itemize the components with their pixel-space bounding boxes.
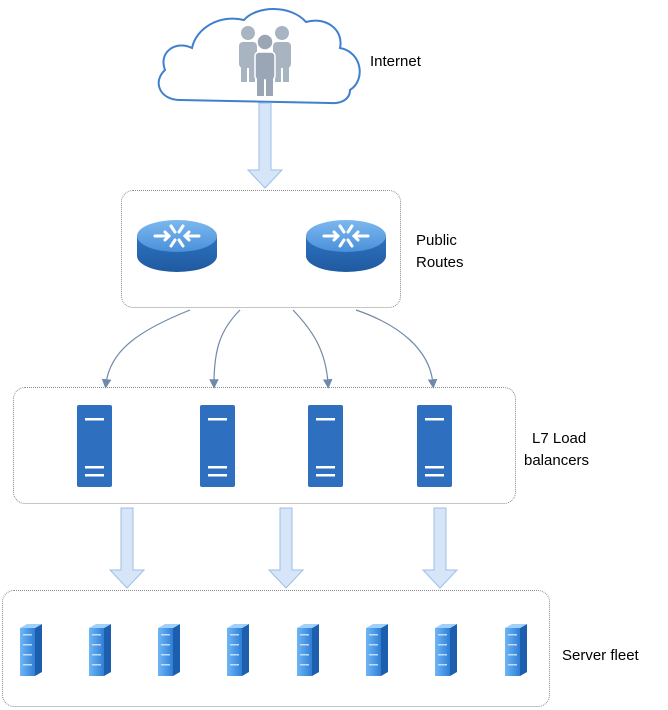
server-icon [158,624,180,676]
load-balancer-server-icon [77,405,112,487]
router-icon [137,220,217,272]
arrow-internet-to-routes [246,102,284,189]
curve-arrow-2 [209,309,241,389]
arrow-lb-to-fleet-2 [267,507,305,589]
l7-label-line2: balancers [524,452,590,469]
server-icon [435,624,457,676]
server-fleet-label: Server fleet [562,647,639,664]
arrow-lb-to-fleet-3 [421,507,459,589]
server-icon [297,624,319,676]
load-balancer-server-icon [200,405,235,487]
curve-arrow-4 [355,309,438,389]
load-balancer-server-icon [308,405,343,487]
users-group-icon [239,26,291,96]
l7-label-line1: L7 Load [532,430,587,447]
server-icon [505,624,527,676]
internet-label: Internet [370,53,421,70]
server-icon [89,624,111,676]
arrow-lb-to-fleet-1 [108,507,146,589]
server-icon [227,624,249,676]
load-balancers-group [13,387,516,504]
server-fleet-group [2,590,550,707]
server-icon [20,624,42,676]
public-routes-label-line2: Routes [416,254,464,271]
curve-arrow-1 [101,309,191,389]
router-icon [306,220,386,272]
curve-arrow-3 [292,309,333,389]
curved-arrows [101,309,438,389]
public-routes-label-line1: Public [416,232,457,249]
load-balancer-server-icon [417,405,452,487]
server-icon [366,624,388,676]
public-routes-group [121,190,401,308]
